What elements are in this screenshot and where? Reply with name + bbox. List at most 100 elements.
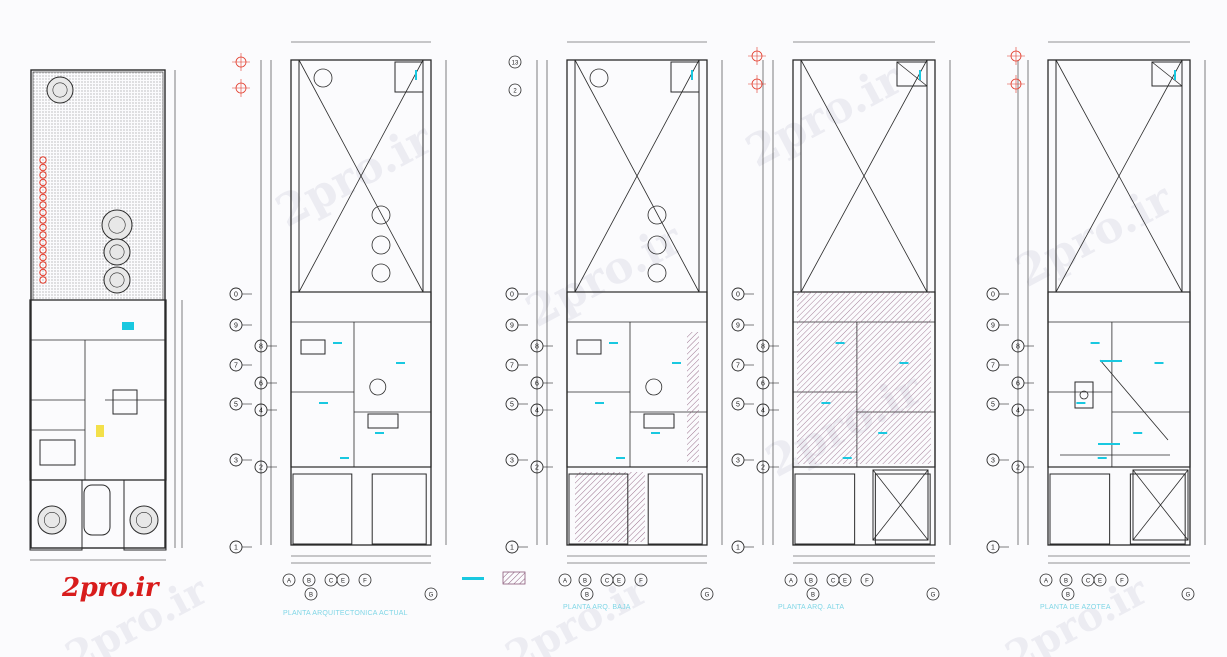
- grid-letter-label: C: [329, 579, 334, 585]
- cyan-accent: [672, 362, 681, 364]
- grid-letter-marker: [634, 573, 648, 587]
- tree-icon-inner: [108, 216, 126, 234]
- grid-letter-label: B: [811, 593, 815, 599]
- cyan-accent: [1174, 70, 1176, 80]
- grid-letter-label: E: [617, 579, 621, 585]
- top-grid-marker: [508, 83, 522, 97]
- tree-icon: [46, 76, 74, 104]
- grid-letter-label: G: [705, 593, 710, 599]
- cyan-accent: [375, 432, 384, 434]
- cyan-accent: [878, 432, 888, 434]
- kitchen-counter: [367, 413, 399, 429]
- legend-cyan-line: [462, 577, 484, 580]
- roof-drain: [1074, 381, 1094, 409]
- grid-letter-marker: [1039, 573, 1053, 587]
- site-house: [29, 299, 167, 481]
- round-fixture: [647, 235, 667, 255]
- round-fixture: [589, 68, 609, 88]
- grid-number-marker-label: 8: [535, 344, 539, 351]
- red-shrub: [39, 201, 47, 209]
- plan-caption-baja: PLANTA ARQ. BAJA: [563, 604, 631, 611]
- plan-outline: [1047, 59, 1191, 546]
- grid-letter-marker: [806, 587, 820, 601]
- grid-number-marker-label: 1: [991, 545, 995, 552]
- lower-room: [647, 473, 703, 545]
- upper-void-box: [872, 469, 929, 541]
- red-shrub: [39, 223, 47, 232]
- grid-letter-label: E: [341, 579, 345, 585]
- grid-number-marker-label: 2: [535, 465, 539, 472]
- cyan-accent: [691, 70, 693, 80]
- grid-number-marker-label: 8: [259, 344, 263, 351]
- grid-letter-label: E: [1098, 579, 1102, 585]
- grid-letter-label: A: [789, 579, 793, 585]
- red-shrub: [39, 208, 47, 217]
- grid-number-marker-label: 1: [736, 545, 740, 552]
- tree-icon-inner: [52, 82, 68, 98]
- grid-letter-label: B: [583, 579, 587, 585]
- grid-number-marker-label: 6: [761, 381, 765, 388]
- grid-number-marker-label: 9: [234, 323, 238, 330]
- red-shrub: [39, 253, 47, 262]
- plan-house-block: [1047, 291, 1191, 468]
- grid-number-marker-label: 6: [535, 381, 539, 388]
- tree-icon-inner: [109, 272, 125, 288]
- roof-box-diag: [1132, 469, 1189, 541]
- plan-caption-arq-actual: PLANTA ARQUITECTONICA ACTUAL: [283, 610, 408, 617]
- stair-box: [896, 61, 928, 87]
- grid-letter-label: E: [843, 579, 847, 585]
- grid-number-marker-label: 3: [234, 458, 238, 465]
- stair-box: [1151, 61, 1183, 87]
- dining-table: [369, 378, 387, 396]
- roof-slope-arrow: [1099, 359, 1169, 441]
- brand-logo: 2pro.ir: [62, 573, 158, 603]
- red-shrub: [39, 193, 47, 202]
- plan-x-diagonal: [298, 59, 424, 293]
- grid-number-marker-label: 2: [259, 465, 263, 472]
- tree-icon: [101, 209, 133, 241]
- grid-letter-label: A: [287, 579, 291, 585]
- cyan-accent: [616, 457, 625, 459]
- red-shrub: [39, 231, 47, 239]
- cyan-accent: [340, 457, 349, 459]
- grid-letter-label: B: [809, 579, 813, 585]
- site-garage-left: [29, 479, 83, 551]
- red-shrub: [39, 246, 47, 254]
- grid-number-marker-label: 4: [259, 408, 263, 415]
- cyan-accent: [1133, 432, 1143, 434]
- void-box-diag: [872, 469, 929, 541]
- legend-hatch-swatch: [502, 571, 526, 585]
- cyan-accent: [319, 402, 328, 404]
- grid-letter-marker: [578, 573, 592, 587]
- hatched-strip: [687, 332, 699, 462]
- red-shrub: [39, 268, 47, 277]
- roof-box: [1132, 469, 1189, 541]
- grid-number-marker-label: 3: [510, 458, 514, 465]
- grid-number-marker-label: 7: [991, 363, 995, 370]
- plan-house-block: [566, 291, 708, 468]
- site-dining-table: [112, 389, 138, 415]
- tree-icon: [37, 505, 67, 535]
- grid-number-marker-label: 0: [234, 292, 238, 299]
- grid-letter-label: F: [363, 579, 367, 585]
- grid-letter-marker: [358, 573, 372, 587]
- grid-number-marker-label: 4: [761, 408, 765, 415]
- grid-number-marker-label: 2: [1016, 465, 1020, 472]
- round-fixture: [647, 263, 667, 283]
- grid-letter-marker: [838, 573, 852, 587]
- grid-number-marker-label: 9: [736, 323, 740, 330]
- grid-number-marker-label: 0: [991, 292, 995, 299]
- grid-letter-label: A: [563, 579, 567, 585]
- grid-letter-label: F: [639, 579, 643, 585]
- plan-x-diagonal: [574, 59, 700, 293]
- plan-house-block: [290, 291, 432, 468]
- grid-letter-label: C: [1086, 579, 1091, 585]
- grid-number-marker-label: 5: [510, 402, 514, 409]
- tree-icon-inner: [136, 511, 153, 528]
- round-fixture: [313, 68, 333, 88]
- cyan-accent: [899, 362, 909, 364]
- cyan-accent: [1097, 457, 1107, 459]
- cyan-accent: [1100, 360, 1122, 362]
- bathroom-box: [670, 61, 700, 93]
